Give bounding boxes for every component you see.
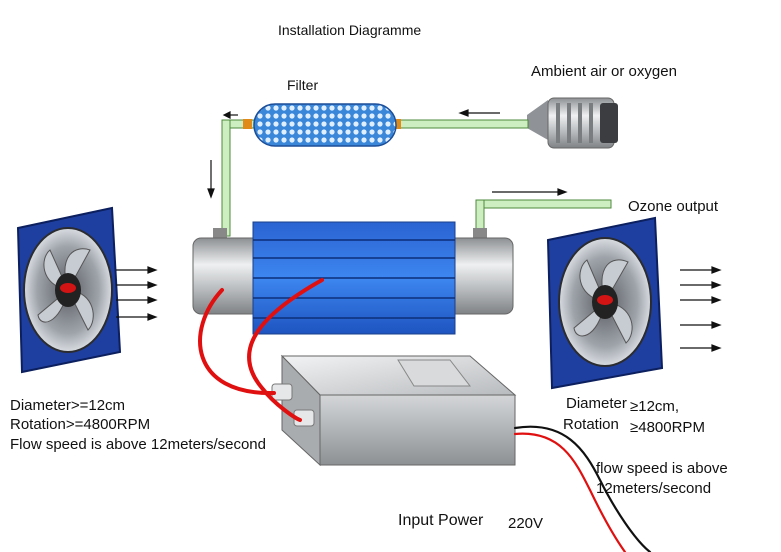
arrow-right-icon <box>680 266 722 274</box>
left-fan-flow: Flow speed is above 12meters/second <box>10 436 266 453</box>
right-fan-rotation-label: Rotation <box>563 416 619 433</box>
right-fan <box>546 216 664 390</box>
ozone-output-label: Ozone output <box>628 198 719 215</box>
arrow-right-icon <box>680 321 722 329</box>
left-fan <box>16 206 122 374</box>
left-fan-rotation: Rotation>=4800RPM <box>10 416 151 433</box>
arrow-right-icon <box>116 296 158 304</box>
right-fan-rotation-value: ≥4800RPM <box>630 419 705 436</box>
right-fan-flow-line2: 12meters/second <box>596 480 712 497</box>
right-fan-diameter-label: Diameter <box>566 395 627 412</box>
arrow-left-icon <box>222 111 238 119</box>
right-fan-airflow <box>680 266 722 352</box>
arrow-right-icon <box>116 266 158 274</box>
ozone-tube <box>192 221 514 335</box>
voltage-label: 220V <box>508 515 544 532</box>
air-inlet-pump <box>527 97 618 149</box>
power-input-wires <box>513 425 652 552</box>
flow-arrows <box>207 109 568 199</box>
power-supply <box>271 354 517 467</box>
left-fan-diameter: Diameter>=12cm <box>10 397 126 414</box>
filter-label: Filter <box>287 77 319 93</box>
arrow-right-icon <box>680 281 722 289</box>
high-voltage-wires <box>198 278 324 422</box>
arrow-left-icon <box>458 109 500 117</box>
right-fan-diameter-value: ≥12cm, <box>630 398 680 415</box>
arrow-right-icon <box>116 313 158 321</box>
arrow-down-icon <box>207 160 215 199</box>
input-power-label: Input Power <box>398 512 484 529</box>
arrow-right-icon <box>680 296 722 304</box>
filter <box>253 103 397 147</box>
arrow-right-icon <box>680 344 722 352</box>
left-fan-airflow <box>116 266 158 321</box>
ambient-air-label: Ambient air or oxygen <box>531 63 677 80</box>
arrow-right-icon <box>116 281 158 289</box>
arrow-right-icon <box>492 188 568 196</box>
right-fan-flow-line1: flow speed is above <box>596 460 728 477</box>
diagram-title: Installation Diagramme <box>278 22 422 38</box>
